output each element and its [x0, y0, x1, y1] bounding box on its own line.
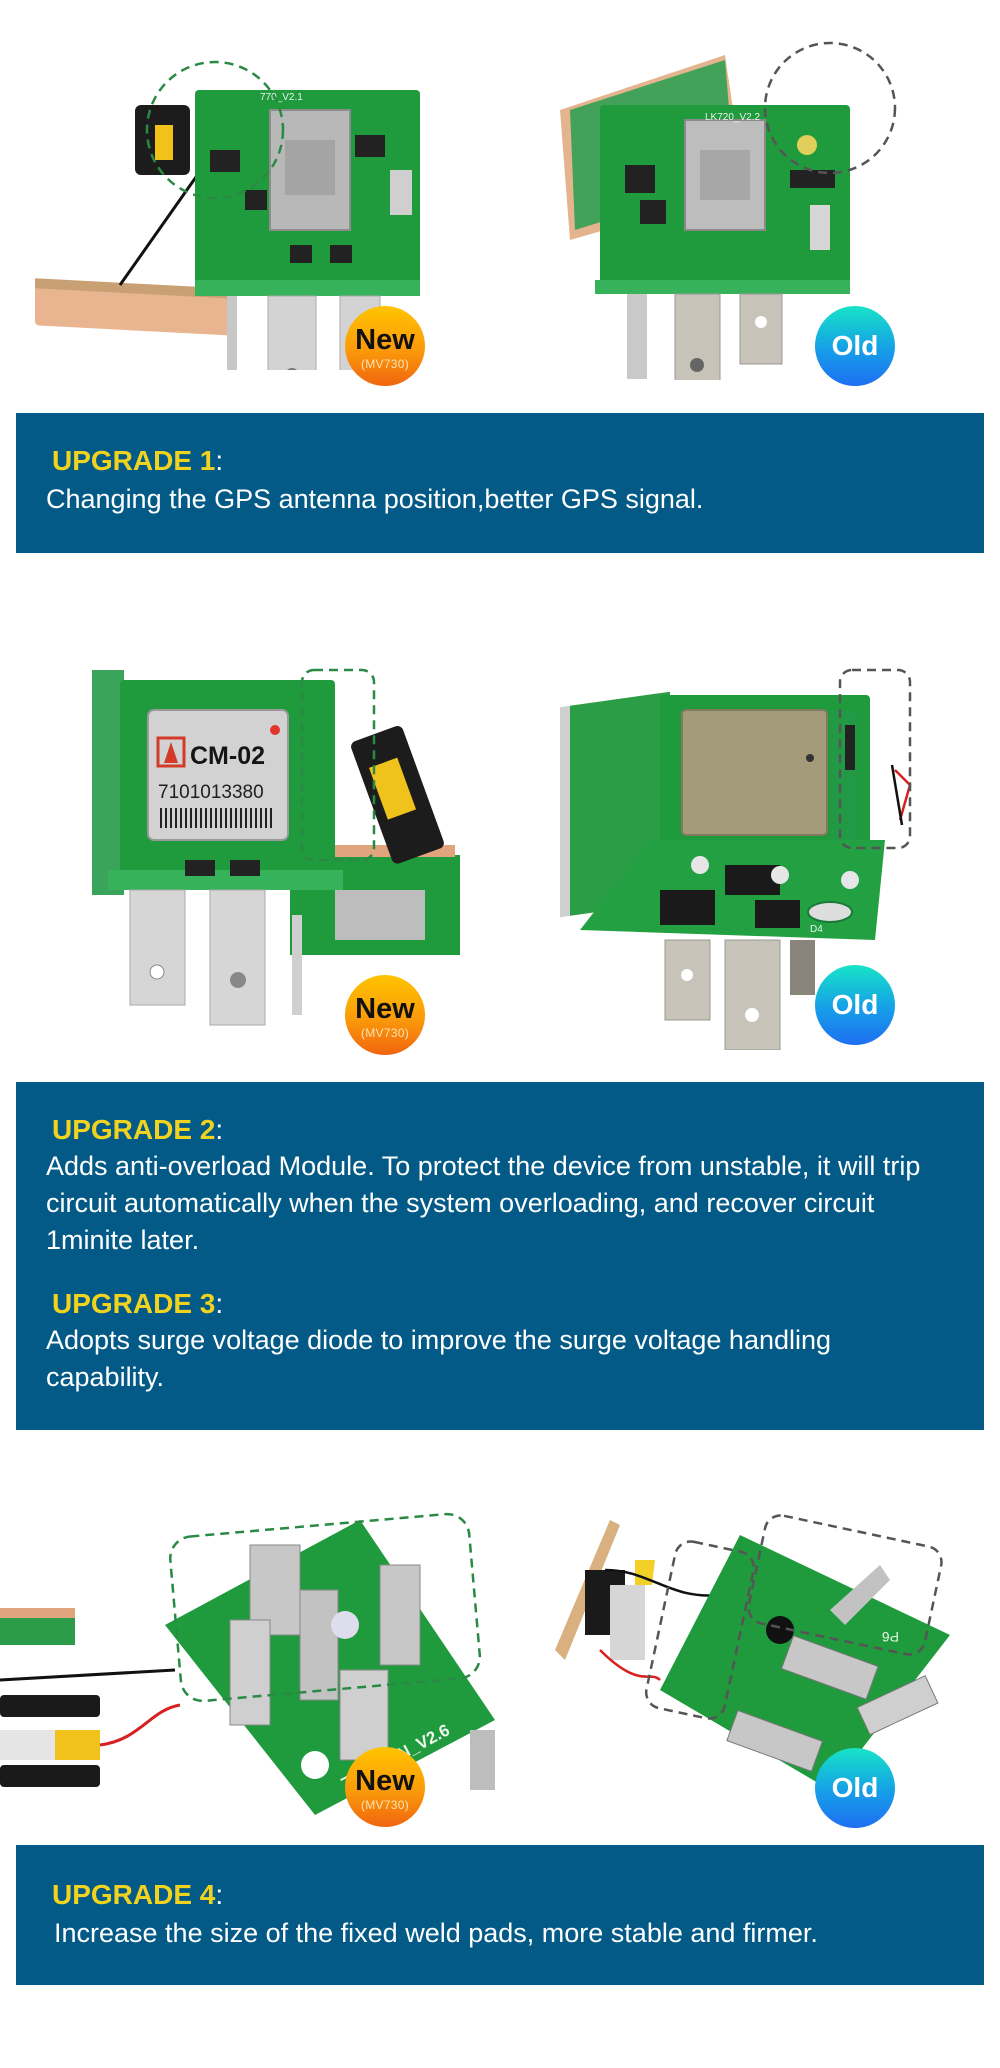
- old-device-photo-3: P6: [530, 1490, 960, 1820]
- old-badge: Old: [815, 306, 895, 386]
- old-badge-label: Old: [831, 1772, 879, 1803]
- upgrade-1-description: Changing the GPS antenna position,better…: [46, 484, 704, 514]
- svg-text:P6: P6: [882, 1629, 899, 1645]
- model-label: (MV730): [360, 1797, 410, 1812]
- new-badge-label: New: [355, 992, 415, 1025]
- model-label: (MV730): [360, 356, 410, 371]
- new-badge: New (MV730): [345, 1747, 425, 1827]
- upgrade-2-title: UPGRADE 2:: [52, 1114, 224, 1145]
- svg-text:D4: D4: [810, 924, 823, 935]
- svg-text:7101013380: 7101013380: [158, 782, 264, 803]
- new-device-photo-1: 770_V2.1: [30, 40, 430, 370]
- svg-text:770_V2.1: 770_V2.1: [260, 92, 303, 103]
- old-badge-label: Old: [831, 330, 879, 361]
- upgrade-4-description: Increase the size of the fixed weld pads…: [54, 1918, 818, 1948]
- old-device-photo-2: D4: [540, 640, 920, 1050]
- old-badge-label: Old: [831, 989, 879, 1020]
- old-device-photo-1: LK720_V2.2: [545, 40, 905, 380]
- upgrade-4-title: UPGRADE 4:: [52, 1879, 224, 1910]
- upgrade-3-description: Adopts surge voltage diode to improve th…: [46, 1325, 832, 1392]
- svg-text:LK720_V2.2: LK720_V2.2: [705, 112, 760, 123]
- model-label: (MV730): [360, 1025, 410, 1040]
- upgrade-2-3-panel: UPGRADE 2: Adds anti-overload Module. To…: [16, 1082, 984, 1430]
- old-badge: Old: [815, 1748, 895, 1828]
- new-device-photo-2: CM-02 7101013380: [80, 650, 500, 1040]
- upgrade-4-panel: UPGRADE 4: Increase the size of the fixe…: [16, 1845, 984, 1985]
- upgrade-2-description: Adds anti-overload Module. To protect th…: [46, 1151, 921, 1255]
- new-badge-label: New: [355, 1764, 415, 1797]
- svg-text:CM-02: CM-02: [190, 742, 265, 770]
- upgrade-1-title: UPGRADE 1:: [52, 445, 224, 476]
- new-badge: New (MV730): [345, 306, 425, 386]
- upgrade-1-panel: UPGRADE 1: Changing the GPS antenna posi…: [16, 413, 984, 553]
- upgrade-3-title: UPGRADE 3:: [52, 1288, 224, 1319]
- new-badge: New (MV730): [345, 975, 425, 1055]
- new-badge-label: New: [355, 323, 415, 356]
- new-device-photo-3: 730_CON_V2.6: [0, 1490, 500, 1830]
- old-badge: Old: [815, 965, 895, 1045]
